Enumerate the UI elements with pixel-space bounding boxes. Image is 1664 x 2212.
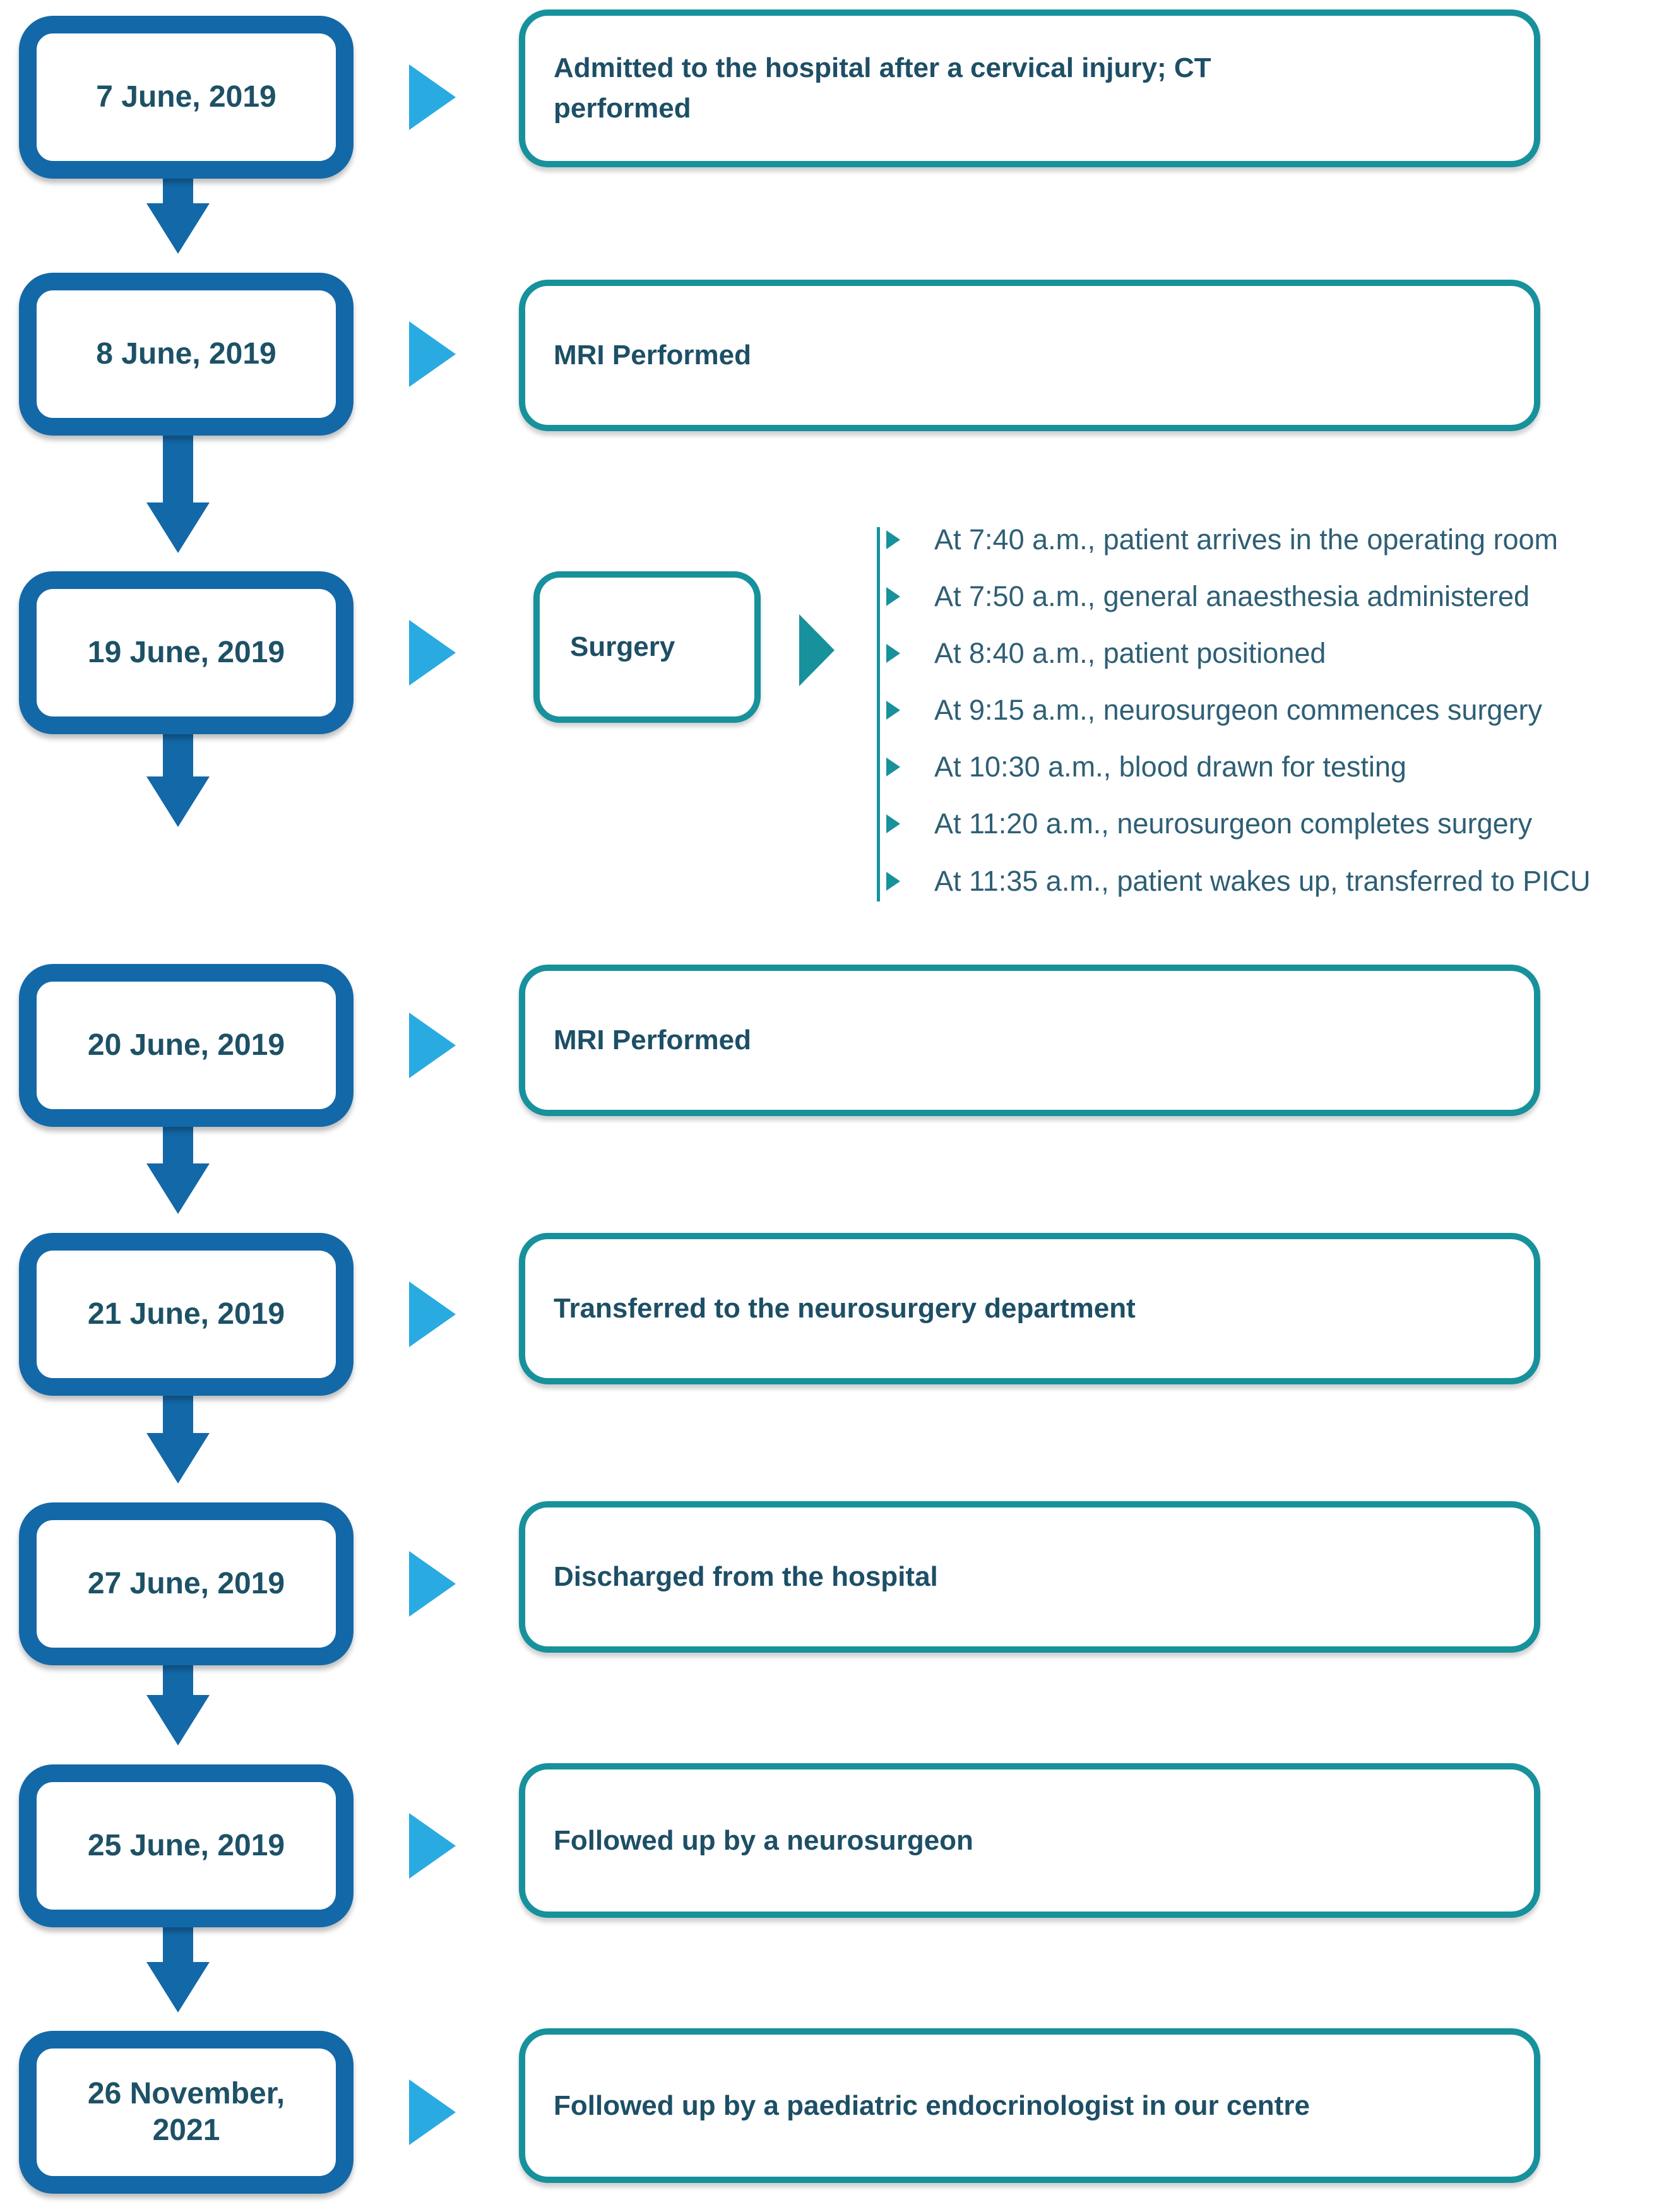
- flow-arrow-icon: [409, 620, 456, 686]
- details-divider: [877, 527, 880, 901]
- detail-label: At 7:40 a.m., patient arrives in the ope…: [934, 523, 1559, 556]
- event-box: Transferred to the neurosurgery departme…: [519, 1233, 1540, 1384]
- detail-label: At 8:40 a.m., patient positioned: [934, 637, 1326, 669]
- event-label: Admitted to the hospital after a cervica…: [554, 52, 1211, 124]
- event-box: Discharged from the hospital: [519, 1501, 1540, 1653]
- flow-arrow-icon: [409, 1813, 456, 1879]
- flow-arrow-icon: [409, 1281, 456, 1347]
- bullet-arrow-icon: [886, 701, 900, 720]
- event-box: Followed up by a paediatric endocrinolog…: [519, 2028, 1540, 2183]
- event-box: Admitted to the hospital after a cervica…: [519, 9, 1540, 167]
- flow-arrow-icon: [409, 2079, 456, 2145]
- detail-item: At 7:50 a.m., general anaesthesia admini…: [886, 576, 1530, 617]
- arrowhead-icon: [146, 776, 210, 827]
- date-box: 27 June, 2019: [19, 1502, 354, 1665]
- detail-item: At 11:35 a.m., patient wakes up, transfe…: [886, 860, 1591, 902]
- date-label: 26 November, 2021: [87, 2077, 285, 2147]
- bullet-arrow-icon: [886, 644, 900, 663]
- arrowhead-icon: [146, 1962, 210, 2013]
- event-label: MRI Performed: [554, 1025, 751, 1055]
- date-box: 25 June, 2019: [19, 1764, 354, 1927]
- flow-arrow-icon: [409, 64, 456, 130]
- event-label: Transferred to the neurosurgery departme…: [554, 1293, 1136, 1324]
- date-label: 7 June, 2019: [96, 80, 276, 114]
- date-box: 26 November, 2021: [19, 2031, 354, 2194]
- event-box: MRI Performed: [519, 280, 1540, 431]
- detail-item: At 7:40 a.m., patient arrives in the ope…: [886, 519, 1558, 561]
- detail-label: At 7:50 a.m., general anaesthesia admini…: [934, 580, 1530, 612]
- date-label: 27 June, 2019: [87, 1567, 285, 1600]
- event-label: Discharged from the hospital: [554, 1561, 938, 1592]
- detail-item: At 11:20 a.m., neurosurgeon completes su…: [886, 803, 1532, 845]
- detail-label: At 11:35 a.m., patient wakes up, transfe…: [934, 865, 1591, 897]
- arrowhead-icon: [146, 1695, 210, 1745]
- detail-item: At 10:30 a.m., blood drawn for testing: [886, 746, 1406, 788]
- detail-label: At 10:30 a.m., blood drawn for testing: [934, 751, 1406, 783]
- bullet-arrow-icon: [886, 814, 900, 833]
- date-box: 19 June, 2019: [19, 571, 354, 734]
- arrowhead-icon: [146, 1163, 210, 1214]
- surgery-box: Surgery: [533, 571, 761, 723]
- date-label: 20 June, 2019: [87, 1028, 285, 1062]
- date-label: 8 June, 2019: [96, 337, 276, 371]
- date-box: 7 June, 2019: [19, 16, 354, 179]
- bullet-arrow-icon: [886, 758, 900, 776]
- arrowhead-icon: [146, 1433, 210, 1484]
- event-label: Followed up by a neurosurgeon: [554, 1824, 973, 1856]
- event-box: Followed up by a neurosurgeon: [519, 1763, 1540, 1918]
- arrowhead-icon: [146, 203, 210, 254]
- down-arrow-connector: [146, 413, 210, 553]
- bullet-arrow-icon: [886, 530, 900, 549]
- event-box: MRI Performed: [519, 965, 1540, 1116]
- bullet-arrow-icon: [886, 872, 900, 891]
- event-label: Surgery: [570, 631, 675, 662]
- date-label: 19 June, 2019: [87, 636, 285, 669]
- event-label: Followed up by a paediatric endocrinolog…: [554, 2090, 1310, 2121]
- bullet-arrow-icon: [886, 587, 900, 606]
- detail-label: At 9:15 a.m., neurosurgeon commences sur…: [934, 694, 1542, 726]
- detail-arrow-icon: [799, 614, 835, 686]
- date-label: 25 June, 2019: [87, 1829, 285, 1862]
- flow-arrow-icon: [409, 1551, 456, 1617]
- detail-label: At 11:20 a.m., neurosurgeon completes su…: [934, 807, 1533, 840]
- date-label: 21 June, 2019: [87, 1297, 285, 1331]
- date-box: 8 June, 2019: [19, 273, 354, 436]
- flow-arrow-icon: [409, 1013, 456, 1078]
- event-label: MRI Performed: [554, 340, 751, 371]
- arrowhead-icon: [146, 502, 210, 553]
- flow-arrow-icon: [409, 321, 456, 387]
- date-box: 20 June, 2019: [19, 964, 354, 1127]
- detail-item: At 8:40 a.m., patient positioned: [886, 633, 1326, 674]
- detail-item: At 9:15 a.m., neurosurgeon commences sur…: [886, 689, 1542, 731]
- date-box: 21 June, 2019: [19, 1233, 354, 1396]
